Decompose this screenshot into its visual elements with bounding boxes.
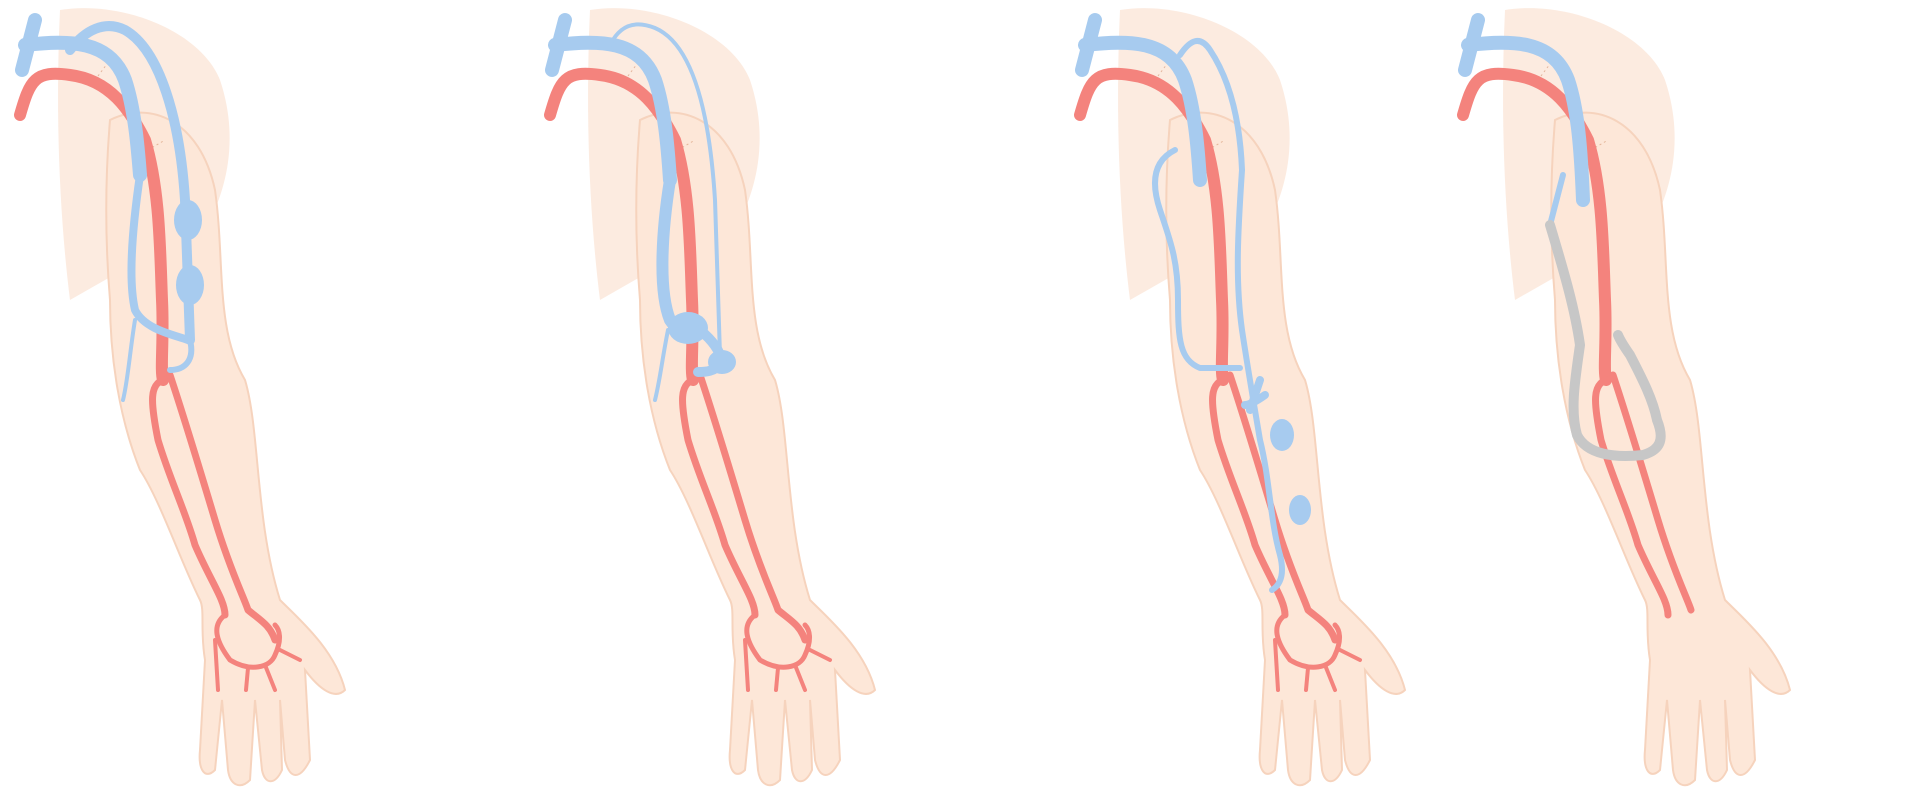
arm-silhouette bbox=[58, 8, 345, 785]
arm-panel-4 bbox=[1420, 0, 1910, 800]
aneurysm bbox=[174, 200, 202, 240]
arm-silhouette bbox=[588, 8, 875, 785]
arm-panel-1 bbox=[0, 0, 480, 800]
aneurysm bbox=[1270, 419, 1294, 451]
arm-panel-2 bbox=[530, 0, 1010, 800]
aneurysm bbox=[1289, 495, 1311, 525]
aneurysm bbox=[176, 265, 204, 305]
